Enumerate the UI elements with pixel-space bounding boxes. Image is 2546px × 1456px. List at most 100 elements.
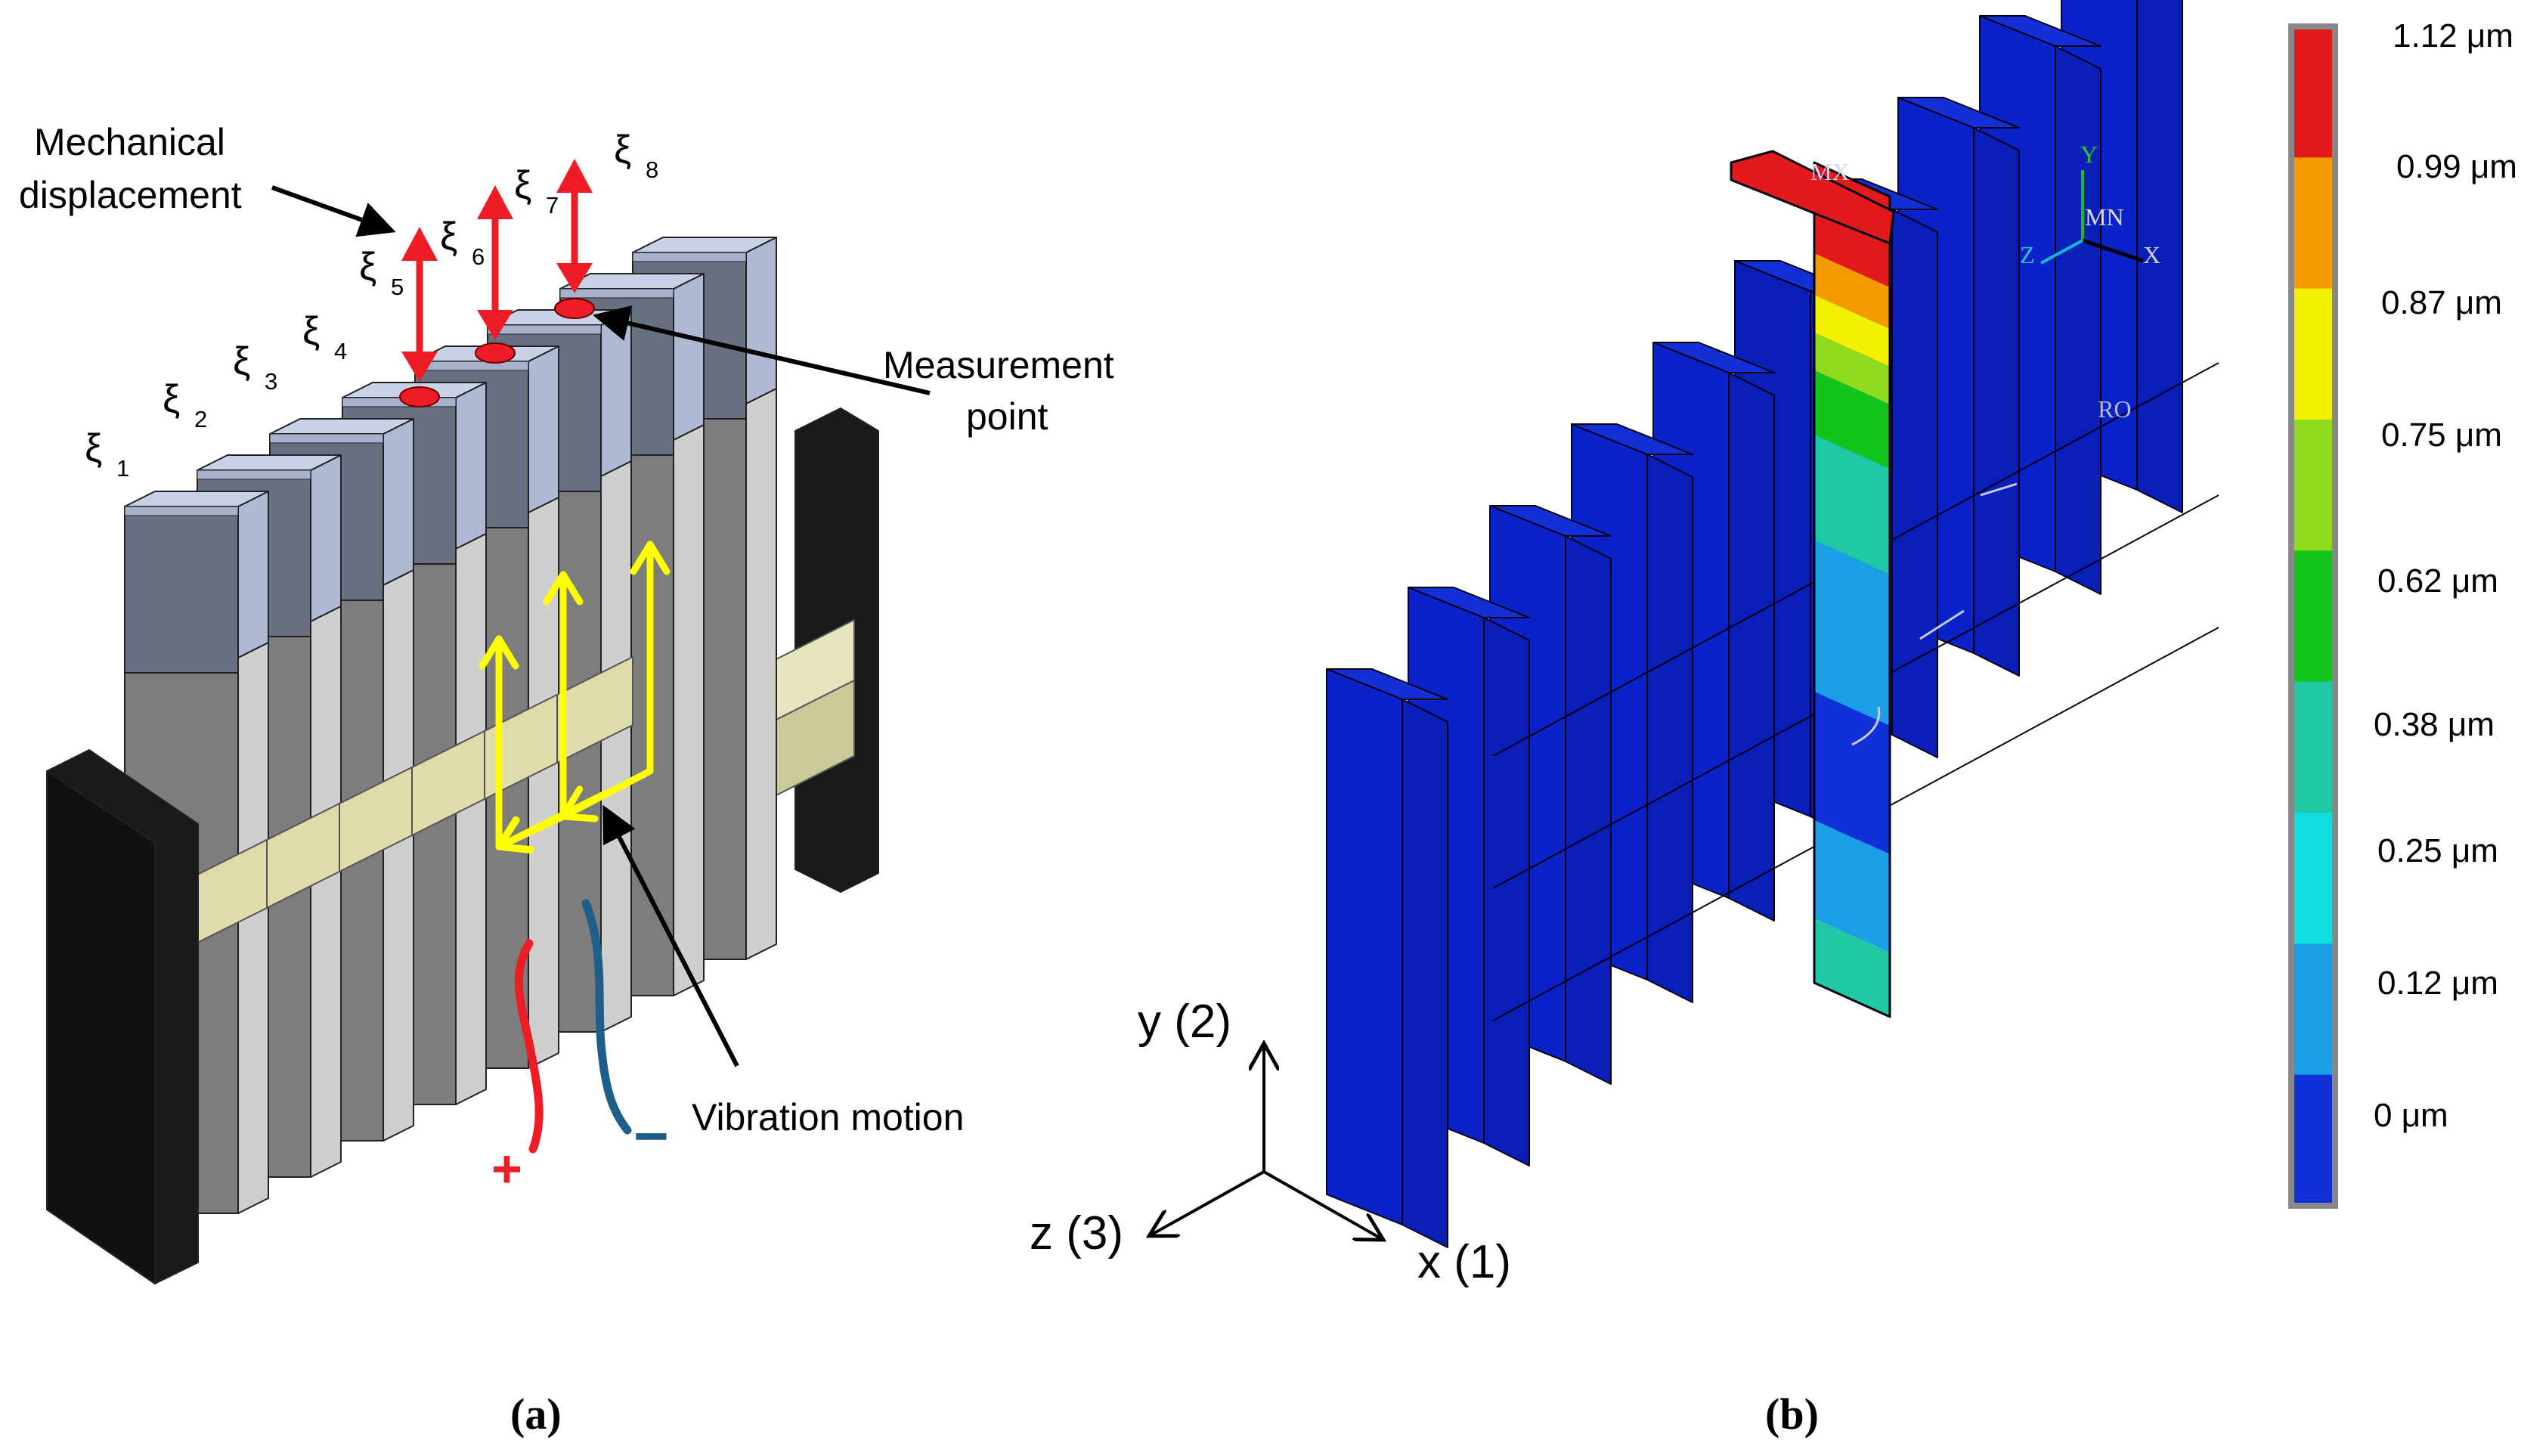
fem-band-4	[1814, 333, 1890, 404]
panel-b-fem-result: Y X Z MN MX RO y (2) z (3) x (1) 1.12 μm…	[1030, 0, 2517, 1439]
caption-a: (a)	[510, 1389, 562, 1439]
scale-label-1: 1.12 μm	[2393, 17, 2513, 54]
xi-subscript-1: 1	[116, 455, 129, 482]
fem-plate-5-top	[1652, 342, 1775, 373]
vibration-arrow-6	[495, 790, 609, 853]
fem-plate-5-side	[1728, 372, 1775, 922]
positive-wire	[514, 939, 544, 1154]
displacement-arrows	[399, 159, 595, 407]
mx-label: MX	[1810, 158, 1850, 185]
xi-subscript-5: 5	[391, 274, 404, 300]
plate-1-upper-side	[237, 491, 269, 658]
plate-6-upper-side	[600, 309, 632, 477]
plate-1-lower-side	[237, 642, 269, 1214]
scale-segment-5	[2294, 550, 2332, 683]
fem-plate-3-top	[1489, 505, 1612, 537]
displacement-arrow-6	[475, 185, 516, 364]
scale-segment-6	[2294, 681, 2332, 813]
fem-plate-7-side	[1891, 209, 1938, 758]
plate-2-upper-side	[310, 454, 342, 622]
xi-label-8: ξ	[614, 128, 631, 172]
triad-mn-label: MN	[2085, 203, 2124, 231]
scale-label-2: 0.99 μm	[2396, 148, 2517, 185]
triad-y-label: Y	[2080, 141, 2098, 168]
plate-8-lower-side	[745, 388, 777, 960]
fem-band-10	[1814, 919, 1890, 1017]
xi-label-4: ξ	[302, 309, 320, 353]
vibration-arrow-2	[543, 571, 584, 820]
fem-plate-4-side	[1646, 454, 1693, 1003]
plate-6-lower-side	[600, 460, 632, 1033]
triad-x-label: X	[2143, 241, 2160, 268]
scale-label-5: 0.62 μm	[2377, 562, 2498, 599]
scale-label-9: 0 μm	[2374, 1097, 2448, 1134]
xi-subscript-7: 7	[546, 192, 559, 218]
plate-7-top-band	[559, 288, 674, 299]
scale-segment-1	[2294, 26, 2332, 159]
spacer-segment-8	[556, 656, 633, 764]
scale-segment-4	[2294, 420, 2332, 552]
fem-deformed-outline	[1813, 161, 1891, 1018]
plate-4-lower-side	[455, 533, 487, 1105]
fem-band-5	[1814, 370, 1890, 469]
measurement-callout-arrow	[593, 305, 931, 395]
plate-2-top-band	[197, 469, 311, 480]
vibration-arrow-3	[630, 541, 671, 775]
xi-subscript-3: 3	[265, 368, 277, 395]
minus-sign: −	[633, 1102, 669, 1169]
fem-plate-1-side	[1402, 699, 1448, 1248]
plate-stack	[46, 237, 879, 1284]
fem-plate-1-front	[1326, 668, 1403, 1225]
ro-label: RO	[2098, 395, 2131, 423]
xi-label-6: ξ	[440, 215, 457, 259]
displacement-arrow-7	[554, 159, 595, 319]
fem-triad: Y X Z MN	[2020, 141, 2160, 268]
xi-subscript-8: 8	[646, 156, 658, 183]
scale-segment-3	[2294, 288, 2332, 420]
color-scale-labels: 1.12 μm0.99 μm0.87 μm0.75 μm0.62 μm0.38 …	[2374, 17, 2517, 1134]
xi-label-3: ξ	[233, 339, 250, 383]
fem-plate-4-top	[1571, 423, 1693, 455]
measurement-label-line2: point	[966, 395, 1048, 438]
fem-plate-1-top	[1326, 668, 1448, 700]
fem-band-3	[1814, 295, 1890, 367]
plus-sign: +	[491, 1139, 522, 1198]
measurement-dot-6	[475, 342, 516, 364]
fem-plate-9-side	[2055, 45, 2102, 595]
plate-5-top-band	[414, 361, 529, 371]
scale-segment-2	[2294, 157, 2332, 290]
front-electrode-face	[46, 770, 156, 1284]
fem-band-9	[1814, 820, 1890, 953]
mechanical-label-line2: displacement	[19, 174, 242, 216]
measurement-label-line1: Measurement	[883, 344, 1114, 386]
triad-z-label: Z	[2020, 241, 2035, 268]
fem-plate-1	[1326, 668, 1448, 1248]
axis-x-label: x (1)	[1417, 1236, 1511, 1288]
plate-1-top-band	[124, 506, 239, 516]
measurement-dot-5	[399, 386, 440, 407]
mechanical-label-line1: Mechanical	[34, 121, 225, 163]
plate-5-upper-side	[528, 345, 559, 513]
plate-3-top-band	[269, 433, 384, 444]
fem-band-6	[1814, 435, 1890, 575]
fem-plate-2-side	[1483, 617, 1530, 1166]
fem-plate-2-top	[1408, 587, 1530, 618]
plate-6-top-band	[487, 324, 602, 335]
plate-8-top-band	[632, 252, 747, 262]
vibration-arrow-1	[479, 635, 519, 850]
xi-label-7: ξ	[514, 163, 531, 207]
xi-subscript-6: 6	[472, 243, 485, 270]
xi-label-5: ξ	[359, 245, 376, 289]
fem-band-7	[1814, 541, 1890, 726]
vibration-callout-arrow	[602, 804, 739, 1067]
plate-4-upper-side	[455, 382, 487, 550]
fem-annotation-marks	[1851, 482, 2018, 746]
fem-deformed-top	[1730, 150, 1895, 245]
xi-subscript-4: 4	[334, 338, 347, 364]
scale-label-3: 0.87 μm	[2381, 284, 2502, 321]
plate-1-upper-front	[124, 506, 239, 674]
negative-wire	[581, 899, 632, 1135]
scale-segment-8	[2294, 943, 2332, 1076]
